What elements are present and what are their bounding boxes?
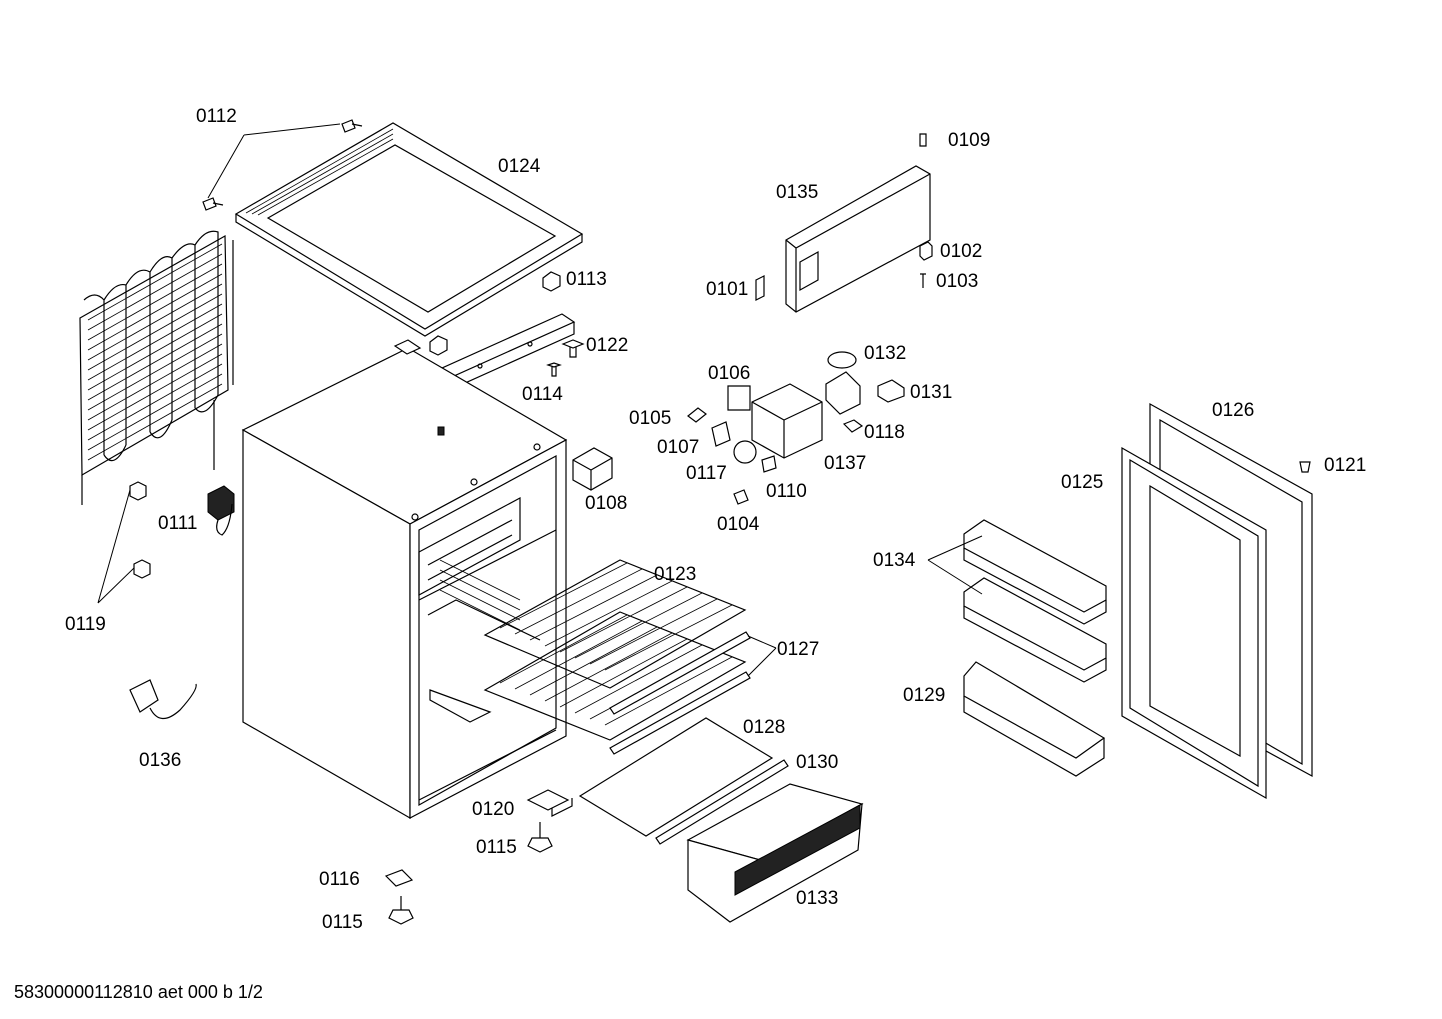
- leader-0119: [97, 489, 135, 604]
- bracket-0116: [384, 869, 414, 887]
- label-0103: 0103: [936, 271, 978, 292]
- label-0128: 0128: [743, 717, 785, 738]
- label-0137: 0137: [824, 453, 866, 474]
- label-0118: 0118: [864, 422, 905, 443]
- thermostat-housing-0137: [751, 383, 823, 459]
- label-0129: 0129: [903, 685, 945, 706]
- relay-0111: [207, 485, 235, 521]
- plate-0106: [727, 385, 751, 411]
- lamp-0105: [687, 407, 707, 423]
- clip-0104: [733, 489, 749, 505]
- label-0127: 0127: [777, 639, 819, 660]
- label-0112: 0112: [196, 106, 237, 127]
- leader-0127: [747, 635, 777, 677]
- cabinet-body: [241, 339, 568, 820]
- cover-0108: [572, 447, 613, 491]
- label-0115-lower: 0115: [322, 912, 363, 933]
- label-0136: 0136: [139, 750, 181, 771]
- shelf-trim-0127b: [609, 671, 751, 755]
- door-shelf-0134a: [963, 519, 1107, 625]
- label-0110: 0110: [766, 481, 807, 502]
- power-cord-0136: [129, 679, 197, 720]
- clip-0119a: [129, 481, 147, 501]
- screw-0112-upper: [341, 119, 363, 133]
- label-0124: 0124: [498, 156, 541, 177]
- shelf-trim-0127a: [609, 631, 751, 715]
- door-shelf-0129: [963, 661, 1106, 777]
- label-0113: 0113: [566, 269, 607, 290]
- screw-0112-lower: [202, 197, 224, 211]
- label-0122: 0122: [586, 335, 628, 356]
- label-0105: 0105: [629, 408, 671, 429]
- label-0134: 0134: [873, 550, 916, 571]
- condenser-coil: [79, 230, 234, 505]
- cable-0111: [216, 503, 233, 536]
- crisper-drawer-0133: [686, 783, 864, 923]
- clip-0101: [755, 275, 765, 301]
- knob-0117: [733, 440, 757, 464]
- cover-0118: [842, 419, 864, 433]
- clip-0102: [919, 241, 933, 261]
- label-0111: 0111: [158, 513, 197, 534]
- screw-0122: [561, 339, 585, 358]
- clip-0113: [542, 271, 561, 292]
- label-0133: 0133: [796, 888, 838, 909]
- thermostat-0132: [825, 371, 861, 415]
- hinge-0120: [526, 789, 573, 817]
- foot-0115a: [527, 822, 553, 853]
- pin-0109: [919, 133, 927, 147]
- label-0120: 0120: [472, 799, 514, 820]
- worktop-0124: [234, 122, 584, 337]
- label-0101: 0101: [706, 279, 748, 300]
- switch-0110: [761, 455, 777, 473]
- leader-0134: [927, 535, 983, 595]
- glass-shelf-0128: [578, 717, 774, 837]
- label-0135: 0135: [776, 182, 818, 203]
- pin-0103: [920, 273, 926, 288]
- label-0114: 0114: [522, 384, 563, 405]
- label-0131: 0131: [910, 382, 952, 403]
- label-0104: 0104: [717, 514, 760, 535]
- door-shelf-0134b: [963, 577, 1107, 683]
- screw-0114: [546, 362, 562, 377]
- foot-0115b: [388, 896, 414, 925]
- lamp-holder-0107: [711, 421, 731, 447]
- connector-0131: [877, 379, 905, 403]
- label-0115-upper: 0115: [476, 837, 517, 858]
- label-0123: 0123: [654, 564, 696, 585]
- ring-0132: [827, 351, 857, 369]
- label-0126: 0126: [1212, 400, 1254, 421]
- freezer-door-0135: [785, 165, 931, 313]
- label-0109: 0109: [948, 130, 990, 151]
- leader-0112: [207, 123, 341, 199]
- drawing-reference: 58300000112810 aet 000 b 1/2: [14, 982, 263, 1002]
- label-0116: 0116: [319, 869, 360, 890]
- trim-0130: [655, 759, 789, 845]
- label-0125: 0125: [1061, 472, 1103, 493]
- label-0108: 0108: [585, 493, 627, 514]
- label-0132: 0132: [864, 343, 906, 364]
- label-0119: 0119: [65, 614, 106, 635]
- label-0117: 0117: [686, 463, 727, 484]
- label-0130: 0130: [796, 752, 838, 773]
- clip-0119b: [133, 559, 151, 579]
- label-0107: 0107: [657, 437, 699, 458]
- cap-0121: [1299, 461, 1311, 473]
- label-0102: 0102: [940, 241, 982, 262]
- clip-0113b: [429, 335, 448, 356]
- label-0106: 0106: [708, 363, 750, 384]
- door-seal-0125: [1121, 446, 1267, 800]
- label-0121: 0121: [1324, 455, 1366, 476]
